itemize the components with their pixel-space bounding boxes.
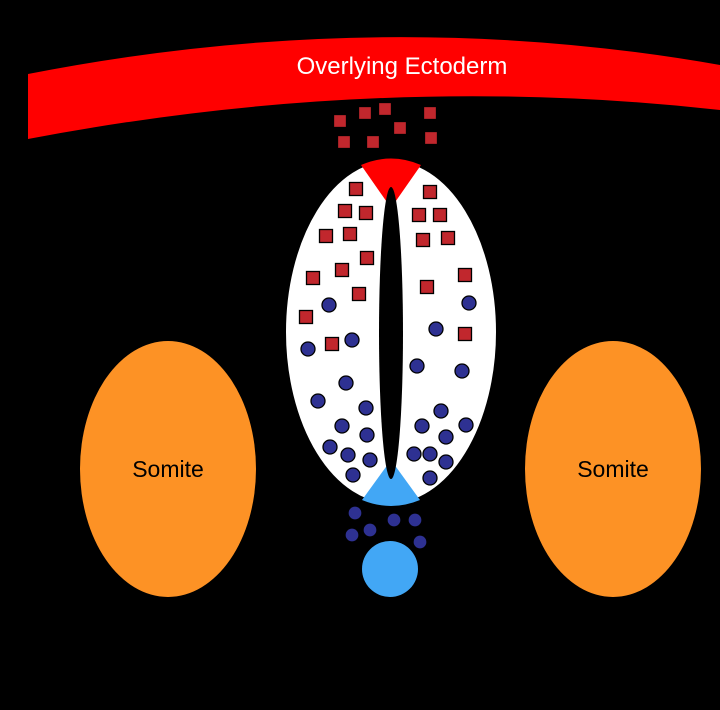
ventral-signal-dot (428, 321, 444, 337)
dorsal-signal-square (377, 101, 393, 117)
ventral-signal-dot (422, 470, 438, 486)
ventral-signal-dot (414, 418, 430, 434)
dorsal-signal-square (358, 205, 374, 221)
dorsal-signal-square (334, 262, 350, 278)
ventral-signal-dot (359, 427, 375, 443)
ventral-signal-dot (438, 429, 454, 445)
ventral-signal-dot (347, 505, 363, 521)
ventral-signal-dot (386, 512, 402, 528)
dorsal-signal-square (392, 120, 408, 136)
ventral-signal-dot (300, 341, 316, 357)
dorsal-signal-square (422, 105, 438, 121)
dorsal-signal-square (411, 207, 427, 223)
somite-left (80, 341, 256, 597)
dorsal-signal-square (348, 181, 364, 197)
neural-tube-lumen (379, 187, 403, 479)
dorsal-signal-square (422, 184, 438, 200)
dorsal-signal-square (351, 286, 367, 302)
floor-plate (362, 460, 420, 506)
roof-plate (361, 158, 421, 208)
somite-right-label: Somite (577, 456, 649, 482)
dorsal-signal-square (342, 226, 358, 242)
ventral-signal-dot (362, 452, 378, 468)
ventral-signal-dot (454, 363, 470, 379)
ventral-signal-dot (344, 332, 360, 348)
ventral-signal-dot (362, 522, 378, 538)
overlying-ectoderm (28, 37, 720, 140)
ventral-signal-dot (438, 454, 454, 470)
ventral-signal-dot (340, 447, 356, 463)
dorsal-signal-square (318, 228, 334, 244)
dorsal-signal-square (423, 130, 439, 146)
dorsal-signal-group (298, 101, 473, 352)
ventral-signal-dot (406, 446, 422, 462)
somite-left-label: Somite (132, 456, 204, 482)
ventral-signal-dot (422, 446, 438, 462)
ventral-signal-group (300, 295, 477, 550)
dorsal-signal-square (324, 336, 340, 352)
ventral-signal-dot (345, 467, 361, 483)
dorsal-signal-square (357, 105, 373, 121)
ventral-signal-dot (433, 403, 449, 419)
notochord (362, 541, 418, 597)
ventral-signal-dot (310, 393, 326, 409)
dorsal-signal-square (336, 134, 352, 150)
ventral-signal-dot (409, 358, 425, 374)
dorsal-signal-square (415, 232, 431, 248)
ventral-signal-dot (458, 417, 474, 433)
dorsal-signal-square (365, 134, 381, 150)
ventral-signal-dot (321, 297, 337, 313)
dorsal-signal-square (332, 113, 348, 129)
ventral-signal-dot (322, 439, 338, 455)
ventral-signal-dot (358, 400, 374, 416)
dorsal-signal-square (457, 267, 473, 283)
dorsal-signal-square (440, 230, 456, 246)
somite-right (525, 341, 701, 597)
dorsal-signal-square (432, 207, 448, 223)
dorsal-signal-square (359, 250, 375, 266)
ventral-signal-dot (412, 534, 428, 550)
ventral-signal-dot (334, 418, 350, 434)
ventral-signal-dot (407, 512, 423, 528)
dorsal-signal-square (337, 203, 353, 219)
dorsal-signal-square (457, 326, 473, 342)
dorsal-signal-square (419, 279, 435, 295)
ectoderm-label: Overlying Ectoderm (297, 53, 508, 80)
ventral-signal-dot (338, 375, 354, 391)
ventral-signal-dot (344, 527, 360, 543)
dorsal-signal-square (305, 270, 321, 286)
ventral-signal-dot (461, 295, 477, 311)
dorsal-signal-square (298, 309, 314, 325)
